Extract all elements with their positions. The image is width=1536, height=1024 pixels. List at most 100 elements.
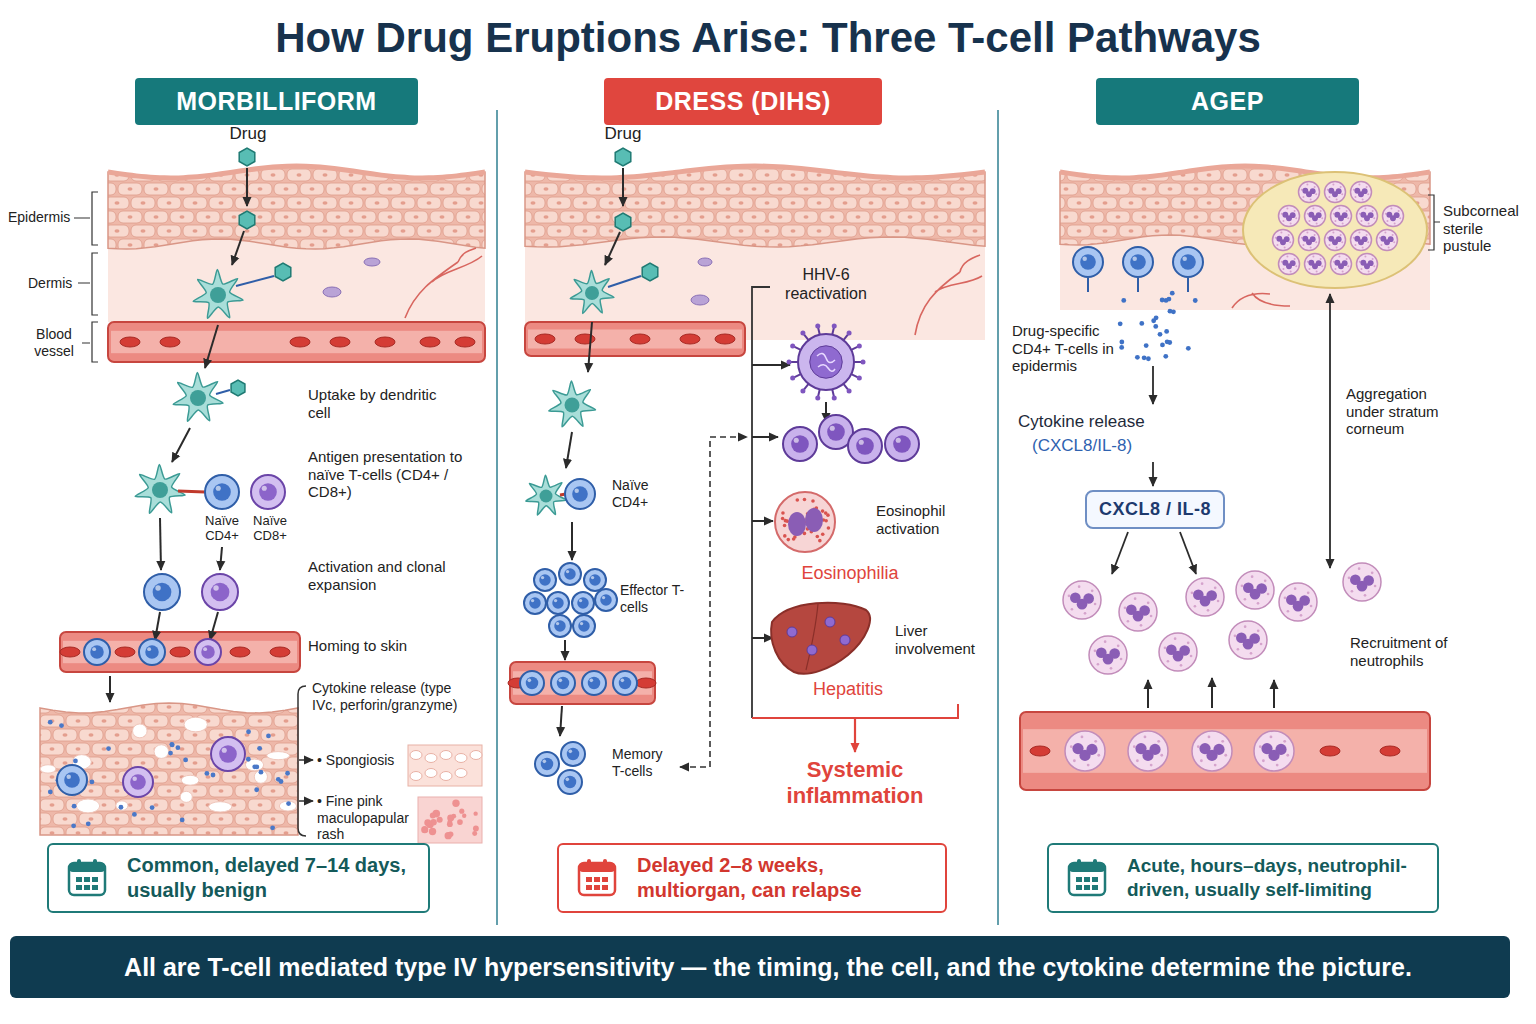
granule [1287,610,1290,613]
cytokine-dot [285,771,290,776]
cytokine-dot [1171,309,1176,314]
granule [811,499,815,503]
liver [771,603,870,674]
cell-nucleus [210,287,226,303]
cytokine-dot [59,723,64,728]
granule [1200,759,1203,762]
granule [1267,593,1270,596]
spike-knob [790,376,795,381]
granule [1276,764,1279,767]
granule [1328,196,1330,198]
granule [1334,220,1336,222]
granule [1160,754,1163,757]
fibroblast [698,258,712,266]
granule [1283,740,1286,743]
red-blood-cell [60,647,80,657]
cell-nucleus [619,677,631,689]
spongiosis-vesicle [208,802,231,812]
cell-highlight [528,679,532,683]
spike-knob [800,388,805,393]
cytokine-dot [119,805,124,810]
granule [1372,210,1374,212]
t-cell [202,574,238,610]
granule [1358,232,1360,234]
synapse-link [178,491,205,492]
cell-nucleus [572,486,588,502]
granule [1071,608,1074,611]
granule [1251,575,1254,578]
granule [1321,265,1323,267]
granule [1310,198,1312,200]
cytokine-dot [175,745,180,750]
granule [803,498,807,502]
drug-molecule [275,263,291,281]
granule [1393,241,1395,243]
vessel-lumen [513,671,652,695]
cytokine-dot [1119,345,1124,350]
nucleus-lobe [1336,188,1342,194]
red-blood-cell [1030,746,1050,756]
cytokine-dot [168,751,173,756]
spike-knob [832,396,837,401]
nucleus-lobe [1179,645,1190,656]
nucleus-lobe [1342,212,1348,218]
red-blood-cell [455,337,475,347]
header-text: DRESS (DIHS) [655,86,830,117]
granule [1084,612,1087,615]
granule [1134,597,1137,600]
t-cell [565,479,595,509]
granule [1094,603,1097,606]
spike-knob [857,376,862,381]
spike-knob [832,323,837,328]
rash-swatch [418,797,482,843]
cell-highlight [216,486,221,491]
summary-box: Delayed 2–8 weeks, multiorgan, can relap… [557,843,947,913]
granule [1316,270,1318,272]
red-blood-cell [270,647,290,657]
rash-papule [457,819,463,825]
cell-nucleus [529,597,540,608]
cytokine-dot [170,743,175,748]
granule [783,524,787,528]
granule [1282,220,1284,222]
granule [1208,736,1211,739]
red-blood-cell [680,334,700,344]
aggregation-arrow [1329,294,1331,568]
granule [1150,764,1153,767]
granule [1224,754,1227,757]
granule [1358,184,1360,186]
granule [1147,602,1150,605]
calendar-day [84,885,90,890]
cell-nucleus [791,435,809,453]
step-label: Antigen presentation to naïve T-cells (C… [308,448,480,501]
step-label: HHV-6 reactivation [776,266,876,304]
cell-highlight [859,440,864,445]
granule [1094,650,1097,653]
neutrophil [1305,254,1326,275]
drug-molecule [239,211,255,229]
skin-section [40,703,298,835]
cell-nucleus [526,677,538,689]
header-text: MORBILLIFORM [176,86,376,117]
layer-label: Blood vessel [30,326,78,359]
cell-highlight [66,774,71,779]
granule [1347,265,1349,267]
cell-nucleus [893,435,911,453]
arrow [160,518,161,570]
granule [1276,244,1278,246]
cytokine-dot [1193,298,1198,303]
red-blood-cell [330,337,350,347]
granule [1250,652,1253,655]
granule [821,509,825,513]
cell-highlight [566,570,569,573]
granule [1315,241,1317,243]
granule [1342,222,1344,224]
granule [1288,234,1290,236]
neutrophil [1128,731,1168,771]
calendar-day [1092,885,1098,890]
rash-papule [473,826,479,832]
cell-label: Naïve CD8+ [247,513,293,544]
granule [1316,222,1318,224]
arrow [752,637,773,639]
cell-nucleus [589,574,600,585]
